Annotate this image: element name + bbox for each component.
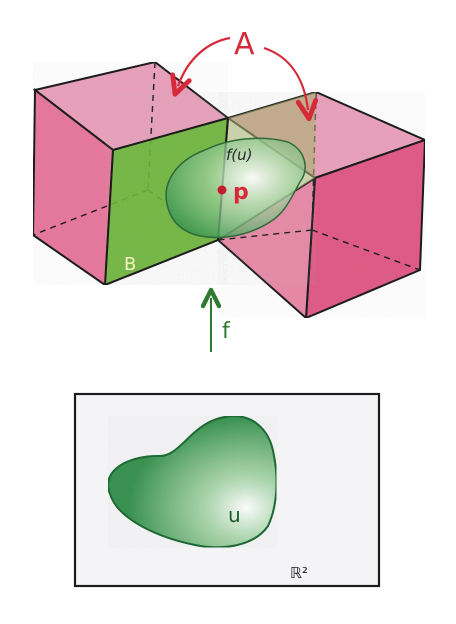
f-u-label: f(u) xyxy=(226,146,253,164)
point-p-dot xyxy=(217,185,227,195)
map-f-arrow: f xyxy=(200,287,231,352)
point-p: p xyxy=(217,180,249,205)
label-a: A xyxy=(234,27,255,62)
plane-b-label: B xyxy=(124,254,136,275)
u-blob xyxy=(107,415,278,549)
arrow-a-to-left-cube xyxy=(170,36,231,97)
plane-r2: u ℝ² xyxy=(73,392,381,588)
f-u-blob xyxy=(165,137,306,239)
arrow-a-to-right-cube xyxy=(263,46,319,122)
map-f-label: f xyxy=(222,319,231,344)
f-u-region: f(u) xyxy=(165,137,306,239)
plane-r2-label: ℝ² xyxy=(290,564,308,582)
label-a-group: A xyxy=(170,27,319,122)
point-p-label: p xyxy=(233,180,249,205)
u-label: u xyxy=(228,503,241,527)
